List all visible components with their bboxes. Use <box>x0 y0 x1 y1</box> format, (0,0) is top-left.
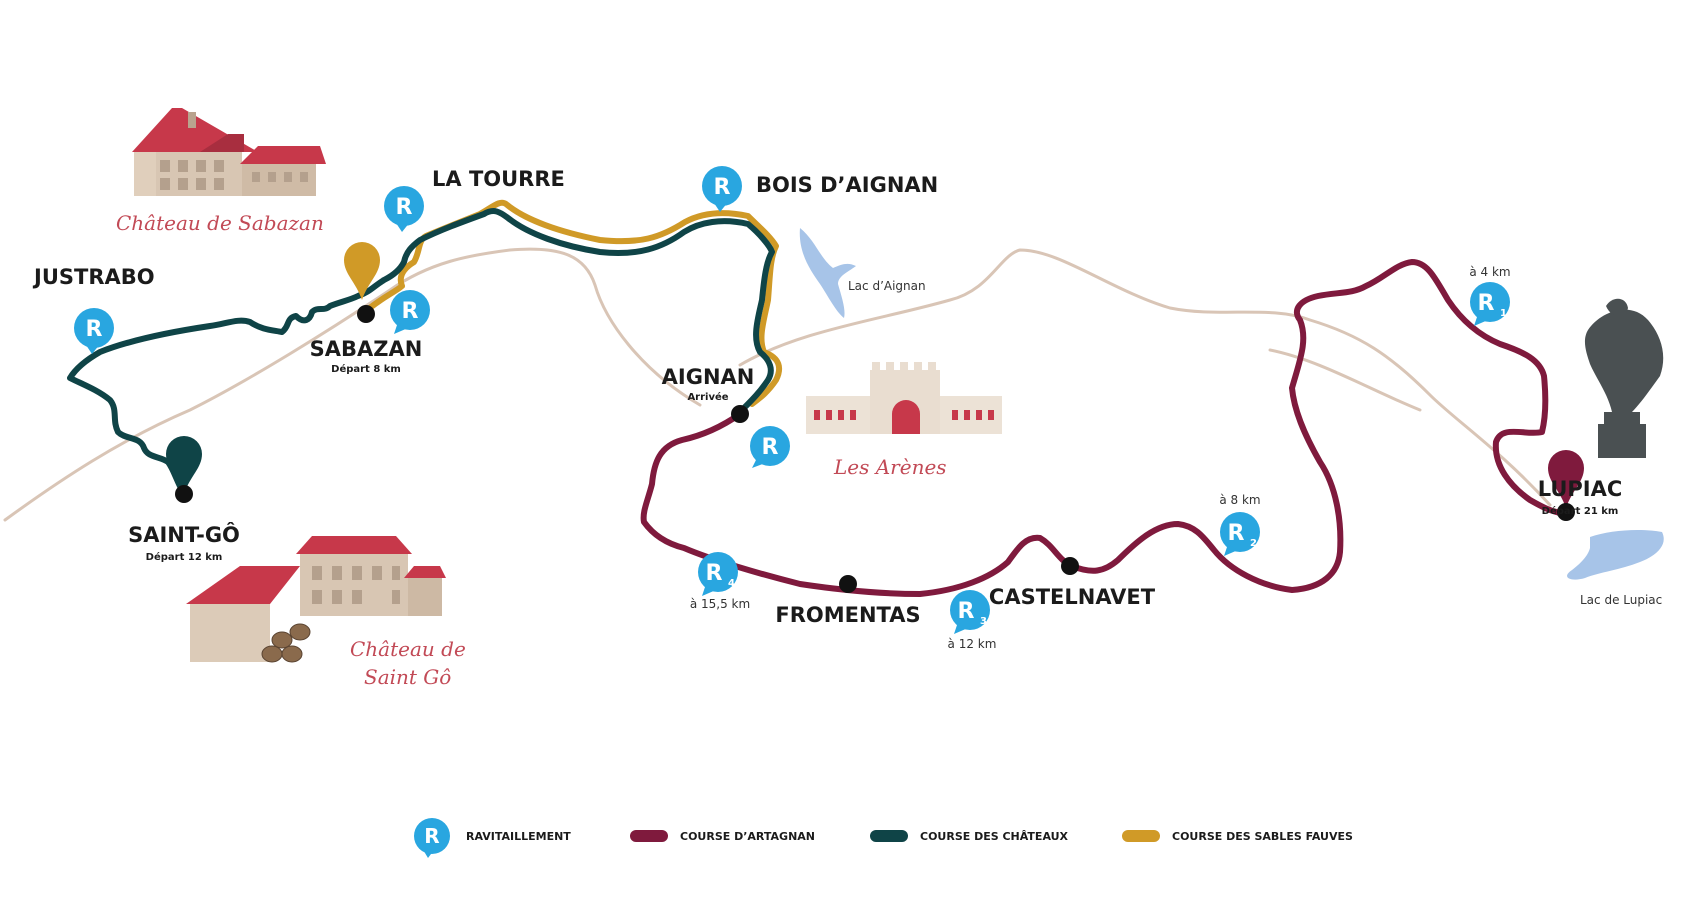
lake-lupiac-label: Lac de Lupiac <box>1580 593 1662 607</box>
legend-sables: COURSE DES SABLES FAUVES <box>1122 830 1353 843</box>
dot-fromentas <box>839 575 857 593</box>
chateau-saint-go-label-line2: Saint Gô <box>364 665 451 689</box>
refuel-la-tourre: R <box>384 186 424 232</box>
label-saint-go-sub: Départ 12 km <box>146 551 223 563</box>
chateau-sabazan-illustration <box>132 108 326 196</box>
svg-text:RAVITAILLEMENT: RAVITAILLEMENT <box>466 830 571 843</box>
svg-text:R: R <box>402 299 419 324</box>
lake-aignan <box>799 228 856 318</box>
label-aignan: AIGNAN <box>662 365 755 389</box>
refuel-justrabo: R <box>74 308 114 354</box>
svg-text:COURSE D’ARTAGNAN: COURSE D’ARTAGNAN <box>680 830 815 843</box>
town-dots <box>175 305 1575 593</box>
svg-text:R: R <box>86 317 103 342</box>
road-west <box>3 247 702 522</box>
chateau-sabazan-label: Château de Sabazan <box>116 211 324 235</box>
refuel-r2: R 2 <box>1220 512 1260 556</box>
refuel-r3: R 3 <box>950 590 990 634</box>
svg-text:R: R <box>396 195 413 220</box>
legend-refuel-icon <box>414 818 450 854</box>
svg-text:R: R <box>424 824 439 848</box>
dot-sabazan <box>357 305 375 323</box>
legend-sables-swatch <box>1122 830 1160 842</box>
legend-artagnan-swatch <box>630 830 668 842</box>
dot-aignan <box>731 405 749 423</box>
svg-text:R: R <box>762 435 779 460</box>
road-lupiac-branch <box>1268 348 1422 412</box>
svg-text:2: 2 <box>1250 538 1257 549</box>
label-saint-go: SAINT-GÔ <box>128 522 240 547</box>
label-sabazan: SABAZAN <box>310 337 423 361</box>
legend-artagnan: COURSE D’ARTAGNAN <box>630 830 815 843</box>
svg-text:4: 4 <box>728 578 735 589</box>
statue-lupiac-illustration <box>1584 298 1664 458</box>
legend-chateaux: COURSE DES CHÂTEAUX <box>870 830 1069 843</box>
svg-text:3: 3 <box>980 616 987 627</box>
svg-text:R: R <box>958 599 975 624</box>
pin-sabazan <box>344 242 380 300</box>
label-sabazan-sub: Départ 8 km <box>331 363 401 375</box>
roads <box>3 247 1552 522</box>
label-castelnavet: CASTELNAVET <box>989 585 1156 609</box>
label-aignan-sub: Arrivée <box>687 391 728 403</box>
refuel-r4-distance: à 15,5 km <box>690 597 750 611</box>
label-justrabo: JUSTRABO <box>32 265 155 289</box>
svg-text:R: R <box>714 175 731 200</box>
refuel-aignan: R <box>750 426 790 468</box>
label-la-tourre: LA TOURRE <box>432 167 565 191</box>
label-lupiac: LUPIAC <box>1538 477 1623 501</box>
route-sables-fauves <box>362 199 783 407</box>
refuel-r1-distance: à 4 km <box>1469 265 1510 279</box>
refuel-r1: R 1 <box>1470 282 1510 326</box>
route-artagnan <box>640 259 1569 597</box>
legend-ravitaillement: R RAVITAILLEMENT <box>414 818 571 858</box>
arenes-label: Les Arènes <box>833 455 947 479</box>
dot-saint-go <box>175 485 193 503</box>
lake-aignan-label: Lac d’Aignan <box>848 279 926 293</box>
label-lupiac-sub: Départ 21 km <box>1542 505 1619 517</box>
lake-lupiac <box>1567 529 1664 580</box>
pin-saint-go <box>166 436 202 494</box>
svg-text:R: R <box>706 561 723 586</box>
svg-text:R: R <box>1478 291 1495 316</box>
chateau-saint-go-label-line1: Château de <box>350 637 466 661</box>
label-fromentas: FROMENTAS <box>775 603 920 627</box>
legend-chateaux-swatch <box>870 830 908 842</box>
refuel-r2-distance: à 8 km <box>1219 493 1260 507</box>
road-east <box>738 248 1552 507</box>
label-bois-aignan: BOIS D’AIGNAN <box>756 173 938 197</box>
svg-text:COURSE DES CHÂTEAUX: COURSE DES CHÂTEAUX <box>920 830 1069 843</box>
svg-text:R: R <box>1228 521 1245 546</box>
refuel-bois-aignan: R <box>702 166 742 212</box>
refuel-r4: R 4 <box>698 552 738 596</box>
dot-castelnavet <box>1061 557 1079 575</box>
svg-text:COURSE DES SABLES FAUVES: COURSE DES SABLES FAUVES <box>1172 830 1353 843</box>
refuel-sabazan: R <box>390 290 430 334</box>
dot-lupiac <box>1557 503 1575 521</box>
pin-lupiac <box>1548 450 1584 508</box>
refuel-r3-distance: à 12 km <box>948 637 997 651</box>
arenes-illustration <box>806 362 1002 434</box>
svg-text:1: 1 <box>1500 308 1507 319</box>
chateau-saint-go-illustration <box>186 536 446 663</box>
legend: R RAVITAILLEMENT COURSE D’ARTAGNAN COURS… <box>414 818 1353 858</box>
